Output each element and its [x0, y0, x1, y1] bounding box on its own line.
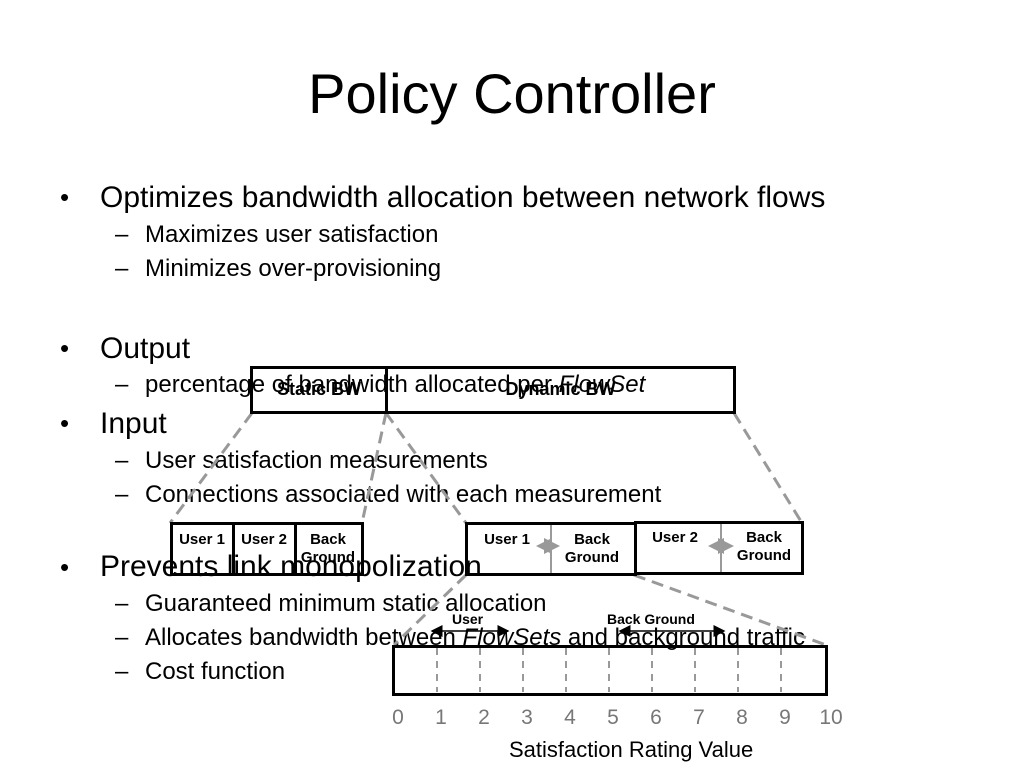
- cell-divider: [232, 522, 235, 576]
- dash-marker: –: [115, 255, 129, 282]
- scale-tick-label: 0: [392, 706, 404, 729]
- bullet-marker: •: [60, 552, 70, 582]
- dash-marker: –: [115, 658, 129, 685]
- dash-marker: –: [115, 481, 129, 508]
- bullet-output: Output: [100, 332, 191, 365]
- bullet-marker: •: [60, 333, 70, 363]
- flowset-term: FlowSet: [558, 371, 646, 398]
- scale-tick-label: 5: [607, 706, 619, 729]
- flowset2-box: [634, 521, 804, 575]
- scale-tick-label: 7: [693, 706, 705, 729]
- sub-percentage-text: percentage of bandwidth allocated per: [145, 371, 559, 398]
- cell-divider: [720, 524, 722, 572]
- sub-guaranteed: Guaranteed minimum static allocation: [145, 590, 547, 617]
- sub-cost-function: Cost function: [145, 658, 286, 685]
- flowset1-background-cell: Back Ground: [564, 531, 620, 566]
- dash-marker: –: [115, 221, 129, 248]
- satisfaction-scale-bar: [392, 645, 828, 696]
- bandwidth-bar-divider: [385, 366, 388, 414]
- connector-line: [732, 412, 804, 524]
- static-bw-label: Static BW: [276, 379, 361, 399]
- background-range-label: Back Ground: [607, 611, 695, 627]
- static-allocation-box: [170, 522, 364, 576]
- sub-minimizes: Minimizes over-provisioning: [145, 255, 442, 282]
- static-user2-cell: User 2: [241, 531, 287, 548]
- sub-maximizes: Maximizes user satisfaction: [145, 221, 439, 248]
- bullet-marker: •: [60, 408, 70, 438]
- scale-tick-label: 2: [478, 706, 490, 729]
- bullet-input: Input: [100, 407, 167, 440]
- dash-marker: –: [115, 590, 129, 617]
- sub-connections: Connections associated with each measure…: [145, 481, 662, 508]
- flowset2-user2-cell: User 2: [652, 529, 698, 546]
- cell-divider: [550, 525, 552, 573]
- scale-tick-label: 6: [650, 706, 662, 729]
- scale-tick-label: 9: [779, 706, 791, 729]
- static-user1-cell: User 1: [179, 531, 225, 548]
- bullet-marker: •: [60, 182, 70, 212]
- dash-marker: –: [115, 624, 129, 651]
- dynamic-bw-label: Dynamic BW: [505, 379, 616, 399]
- satisfaction-axis-label: Satisfaction Rating Value: [509, 737, 754, 762]
- sub-user-satisfaction: User satisfaction measurements: [145, 447, 488, 474]
- bandwidth-bar: [250, 366, 736, 414]
- scale-tick-label: 10: [819, 706, 843, 729]
- flowset2-background-cell: Back Ground: [736, 529, 792, 564]
- cell-divider: [294, 522, 297, 576]
- flowset1-user1-cell: User 1: [484, 531, 530, 548]
- scale-tick-label: 4: [564, 706, 576, 729]
- dash-marker: –: [115, 371, 129, 398]
- user-range-label: User: [452, 611, 484, 627]
- sub-percentage: percentage of bandwidth allocated per Fl…: [145, 371, 645, 399]
- dash-marker: –: [115, 447, 129, 474]
- scale-tick-label: 1: [435, 706, 447, 729]
- slide-title: Policy Controller: [308, 62, 716, 125]
- scale-tick-label: 3: [521, 706, 533, 729]
- scale-tick-label: 8: [736, 706, 748, 729]
- bullet-optimizes: Optimizes bandwidth allocation between n…: [100, 181, 826, 214]
- static-background-cell: Back Ground: [300, 531, 356, 566]
